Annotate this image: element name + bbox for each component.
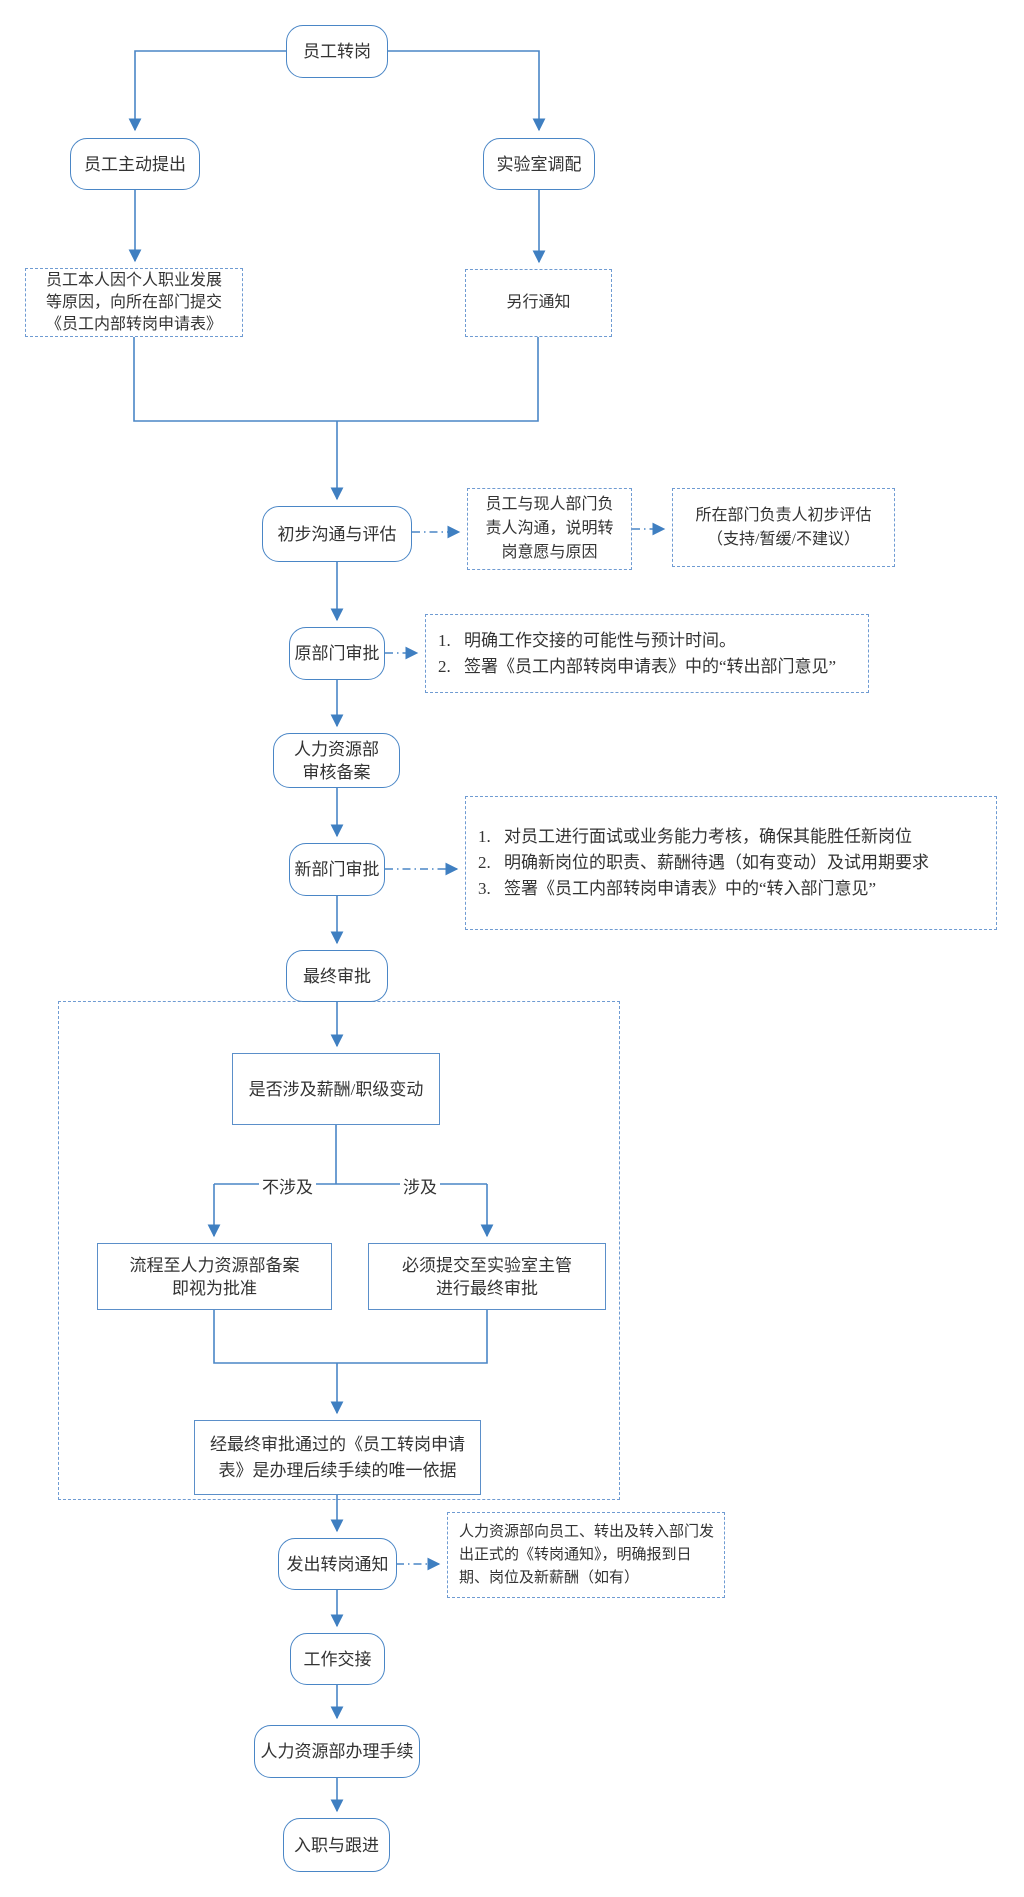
note-new-dept-item: 3. 签署《员工内部转岗申请表》中的“转入部门意见”	[478, 876, 984, 902]
node-comm-eval: 初步沟通与评估	[262, 506, 412, 562]
edge-label-involved: 涉及	[400, 1173, 440, 1198]
note-assess: 所在部门负责人初步评估 （支持/暂缓/不建议）	[672, 488, 895, 567]
node-send-transfer-notice-label: 发出转岗通知	[286, 1554, 389, 1574]
node-employee-initiated: 员工主动提出	[70, 138, 200, 190]
node-approved-form-line: 表》是办理后续手续的唯一依据	[218, 1460, 457, 1480]
note-transfer-notice: 人力资源部向员工、转出及转入部门发 出正式的《转岗通知》，明确报到日 期、岗位及…	[447, 1512, 725, 1598]
node-decision-label: 是否涉及薪酬/职级变动	[248, 1079, 424, 1099]
note-new-dept: 1. 对员工进行面试或业务能力考核，确保其能胜任新岗位 2. 明确新岗位的职责、…	[465, 796, 997, 930]
node-hr-formalities: 人力资源部办理手续	[254, 1725, 420, 1778]
node-decision-salary-change: 是否涉及薪酬/职级变动	[232, 1053, 440, 1125]
node-lab-director-approval-label: 必须提交至实验室主管 进行最终审批	[402, 1254, 572, 1300]
node-orig-dept-approval-label: 原部门审批	[294, 644, 380, 663]
node-hr-review-line: 审核备案	[302, 762, 371, 782]
note-employee-submission-line: 《员工内部转岗申请表》	[45, 315, 222, 333]
item-number: 1.	[478, 827, 491, 846]
note-orig-dept-item: 2. 签署《员工内部转岗申请表》中的“转出部门意见”	[438, 654, 856, 680]
node-onboarding-followup: 入职与跟进	[283, 1818, 390, 1872]
node-approved-form-basis: 经最终审批通过的《员工转岗申请 表》是办理后续手续的唯一依据	[194, 1420, 481, 1495]
node-send-transfer-notice: 发出转岗通知	[278, 1538, 397, 1590]
note-separate-notice: 另行通知	[465, 269, 612, 337]
note-transfer-notice-line: 出正式的《转岗通知》，明确报到日	[459, 1546, 692, 1563]
note-comm-line: 责人沟通，说明转	[485, 520, 614, 537]
node-employee-initiated-label: 员工主动提出	[84, 154, 186, 174]
item-text: 明确工作交接的可能性与预计时间。	[464, 630, 736, 650]
node-work-handover-label: 工作交接	[303, 1649, 372, 1669]
note-new-dept-item: 1. 对员工进行面试或业务能力考核，确保其能胜任新岗位	[478, 824, 984, 850]
note-transfer-notice-line: 人力资源部向员工、转出及转入部门发	[459, 1523, 715, 1540]
node-hr-filing-approved: 流程至人力资源部备案 即视为批准	[97, 1243, 332, 1310]
node-lab-director-approval: 必须提交至实验室主管 进行最终审批	[368, 1243, 606, 1310]
node-start-label: 员工转岗	[303, 42, 371, 61]
node-hr-review: 人力资源部 审核备案	[273, 733, 400, 788]
node-final-approval: 最终审批	[286, 950, 388, 1002]
node-hr-filing-line: 流程至人力资源部备案	[129, 1255, 300, 1275]
note-separate-notice-label: 另行通知	[506, 294, 571, 311]
node-approved-form-basis-label: 经最终审批通过的《员工转岗申请 表》是办理后续手续的唯一依据	[210, 1432, 465, 1484]
item-text: 明确新岗位的职责、薪酬待遇（如有变动）及试用期要求	[504, 853, 929, 872]
item-number: 2.	[478, 853, 491, 872]
node-hr-review-label: 人力资源部 审核备案	[294, 738, 379, 784]
note-orig-dept-item: 1. 明确工作交接的可能性与预计时间。	[438, 628, 856, 654]
node-lab-allocation-label: 实验室调配	[496, 154, 582, 174]
note-employee-submission-line: 员工本人因个人职业发展	[45, 271, 222, 289]
note-assess-line: 所在部门负责人初步评估	[695, 506, 872, 524]
node-new-dept-approval-label: 新部门审批	[294, 860, 380, 879]
note-employee-submission: 员工本人因个人职业发展 等原因，向所在部门提交 《员工内部转岗申请表》	[25, 268, 243, 337]
node-lab-allocation: 实验室调配	[483, 138, 595, 190]
node-hr-filing-approved-label: 流程至人力资源部备案 即视为批准	[130, 1254, 300, 1300]
note-comm-line: 岗意愿与原因	[501, 544, 598, 561]
node-new-dept-approval: 新部门审批	[289, 843, 385, 896]
node-hr-filing-line: 即视为批准	[172, 1278, 257, 1298]
node-comm-eval-label: 初步沟通与评估	[277, 524, 397, 544]
item-number: 3.	[478, 879, 491, 898]
item-text: 签署《员工内部转岗申请表》中的“转入部门意见”	[504, 879, 877, 898]
node-work-handover: 工作交接	[290, 1633, 385, 1685]
note-comm: 员工与现人部门负 责人沟通，说明转 岗意愿与原因	[467, 488, 632, 570]
node-lab-director-line: 进行最终审批	[436, 1278, 538, 1298]
node-hr-formalities-label: 人力资源部办理手续	[260, 1742, 414, 1761]
item-number: 1.	[438, 630, 451, 650]
item-text: 签署《员工内部转岗申请表》中的“转出部门意见”	[464, 656, 837, 676]
node-hr-review-line: 人力资源部	[294, 739, 379, 759]
note-orig-dept: 1. 明确工作交接的可能性与预计时间。 2. 签署《员工内部转岗申请表》中的“转…	[425, 614, 869, 693]
note-new-dept-item: 2. 明确新岗位的职责、薪酬待遇（如有变动）及试用期要求	[478, 850, 984, 876]
note-assess-line: （支持/暂缓/不建议）	[707, 530, 860, 548]
edge-label-not-involved: 不涉及	[259, 1173, 316, 1198]
node-onboarding-followup-label: 入职与跟进	[294, 1835, 379, 1855]
note-comm-line: 员工与现人部门负	[485, 496, 614, 513]
annotation-connectors	[385, 522, 666, 1571]
note-employee-submission-line: 等原因，向所在部门提交	[45, 293, 222, 311]
item-number: 2.	[438, 656, 451, 676]
item-text: 对员工进行面试或业务能力考核，确保其能胜任新岗位	[504, 827, 912, 846]
node-approved-form-line: 经最终审批通过的《员工转岗申请	[210, 1434, 465, 1454]
node-orig-dept-approval: 原部门审批	[289, 627, 385, 680]
node-start: 员工转岗	[286, 25, 388, 78]
note-transfer-notice-line: 期、岗位及新薪酬（如有）	[459, 1569, 640, 1586]
node-final-approval-label: 最终审批	[303, 966, 371, 986]
node-lab-director-line: 必须提交至实验室主管	[402, 1255, 572, 1275]
